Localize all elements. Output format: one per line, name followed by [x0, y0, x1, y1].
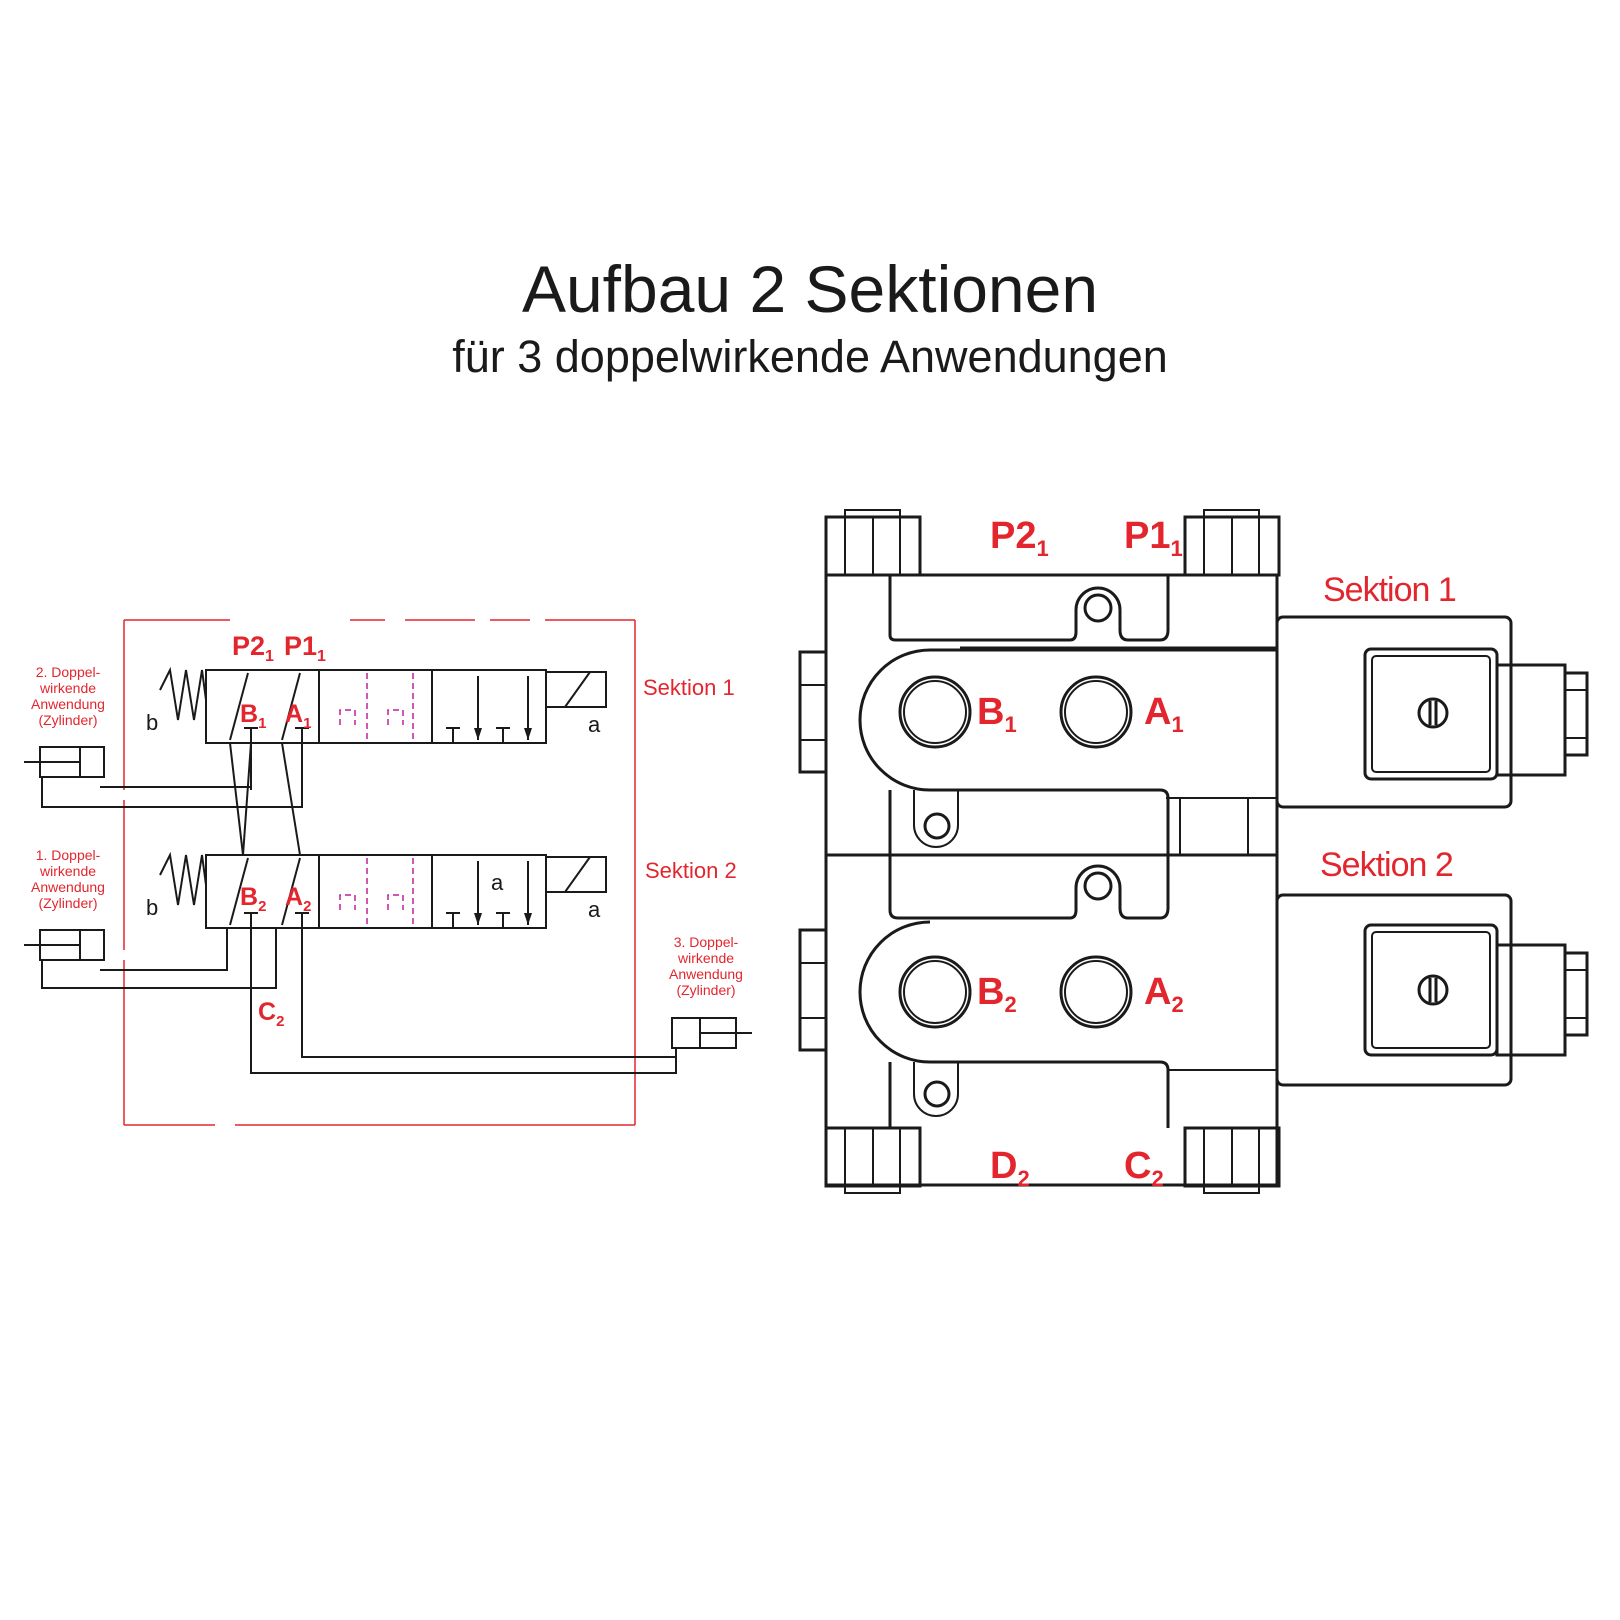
svg-text:1. Doppel-: 1. Doppel- — [36, 847, 101, 863]
section2-valve: b a a — [146, 851, 607, 929]
valve-port-b1: B1 — [977, 691, 1017, 737]
page-subtitle: für 3 doppelwirkende Anwendungen — [452, 331, 1168, 382]
schematic-port-p1: P11 — [284, 631, 326, 665]
schematic-port-b1: B1 — [240, 700, 266, 732]
schematic-section2-label: Sektion 2 — [645, 858, 737, 883]
svg-text:wirkende: wirkende — [677, 950, 734, 966]
schematic-section1-label: Sektion 1 — [643, 675, 735, 700]
svg-text:(Zylinder): (Zylinder) — [676, 982, 735, 998]
left-plug-icon — [798, 650, 828, 774]
section2-right-actuator-label: a — [588, 897, 601, 922]
app2-label: 2. Doppel- wirkende Anwendung (Zylinder) — [31, 664, 105, 728]
section2-body — [858, 855, 1277, 1128]
section1-left-actuator-label: b — [146, 710, 158, 735]
valve-port-c2: C2 — [1124, 1145, 1164, 1191]
svg-text:Anwendung: Anwendung — [31, 696, 105, 712]
solenoid-1-icon — [1275, 615, 1589, 809]
valve-port-p1: P11 — [1124, 515, 1183, 561]
app1-label: 1. Doppel- wirkende Anwendung (Zylinder) — [31, 847, 105, 911]
bottom-right-fitting-icon — [1183, 1126, 1281, 1194]
schematic-port-p2: P21 — [232, 631, 274, 665]
svg-text:3. Doppel-: 3. Doppel- — [674, 934, 739, 950]
section1-right-actuator-label: a — [588, 712, 601, 737]
valve-section1-label: Sektion 1 — [1323, 571, 1456, 609]
schematic-port-b2: B2 — [240, 883, 266, 915]
valve-section2-label: Sektion 2 — [1320, 846, 1453, 884]
svg-text:(Zylinder): (Zylinder) — [38, 895, 97, 911]
valve-port-p2: P21 — [990, 515, 1049, 561]
bottom-left-fitting-icon — [824, 1126, 922, 1194]
spring-icon — [159, 851, 207, 906]
schematic-port-a1: A1 — [285, 700, 311, 732]
valve-port-a2: A2 — [1144, 971, 1184, 1017]
solenoid-icon — [545, 856, 607, 893]
section1-body — [858, 575, 1277, 855]
hydraulic-schematic: b a b a a — [24, 619, 752, 1126]
svg-text:2. Doppel-: 2. Doppel- — [36, 664, 101, 680]
svg-text:(Zylinder): (Zylinder) — [38, 712, 97, 728]
spring-icon — [159, 666, 207, 721]
schematic-port-c2: C2 — [258, 998, 284, 1030]
valve-port-d2: D2 — [990, 1145, 1030, 1191]
section1-valve: b a — [146, 666, 607, 744]
schematic-port-a2: A2 — [285, 883, 311, 915]
top-left-fitting-icon — [824, 509, 922, 577]
svg-text:wirkende: wirkende — [39, 863, 96, 879]
left-plug-icon — [798, 928, 828, 1052]
cylinder-1-icon — [24, 929, 105, 961]
svg-text:Anwendung: Anwendung — [669, 966, 743, 982]
top-right-fitting-icon — [1183, 509, 1281, 577]
cylinder-2-icon — [24, 746, 105, 778]
svg-text:wirkende: wirkende — [39, 680, 96, 696]
cylinder-3-icon — [671, 1017, 752, 1049]
connecting-lines — [41, 742, 677, 1074]
valve-port-a1: A1 — [1144, 691, 1184, 737]
solenoid-icon — [545, 671, 607, 708]
app3-label: 3. Doppel- wirkende Anwendung (Zylinder) — [669, 934, 743, 998]
svg-text:Anwendung: Anwendung — [31, 879, 105, 895]
section2-mid-label: a — [491, 870, 504, 895]
valve-block-drawing: P21 P11 B1 A1 B2 A2 D2 C2 Sektion 1 Sekt… — [798, 509, 1589, 1194]
section2-left-actuator-label: b — [146, 895, 158, 920]
page-title: Aufbau 2 Sektionen — [522, 252, 1098, 326]
valve-port-b2: B2 — [977, 971, 1017, 1017]
valve-boundary — [123, 619, 636, 1126]
solenoid-2-icon — [1275, 893, 1589, 1087]
